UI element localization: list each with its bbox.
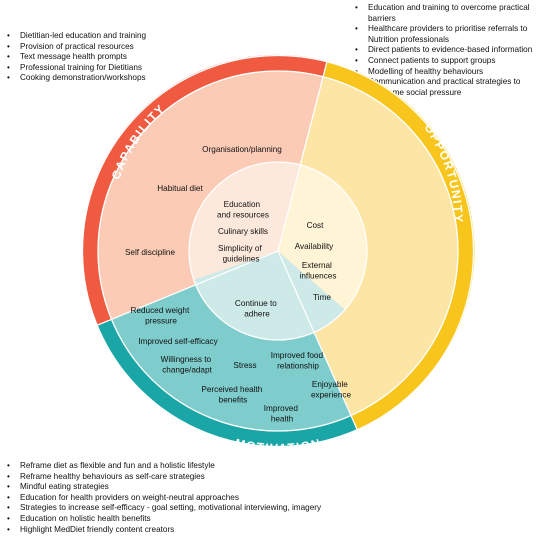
label-enjoyable-experience: Enjoyable experience: [311, 380, 352, 400]
list-item: Connect patients to support groups: [352, 56, 532, 67]
divider-line: [277, 250, 358, 431]
list-item: Cooking demonstration/workshops: [4, 73, 146, 84]
center-capability-segment: [188, 161, 301, 281]
center-opportunity-segment: [278, 165, 367, 310]
list-item: Education and training to overcome pract…: [352, 3, 532, 14]
label-cost: Cost: [307, 221, 325, 230]
label-improved-health: Improved health: [264, 404, 300, 424]
motivation-ring-label: MOTIVATION: [234, 436, 323, 455]
label-willingness-to-change: Willingness to change/adapt: [161, 355, 214, 375]
list-item: Reframe diet as flexible and fun and a h…: [4, 461, 321, 472]
label-culinary-skills: Culinary skills: [218, 227, 268, 236]
list-item: Healthcare providers to prioritise refer…: [352, 24, 532, 35]
list-item-continuation: Nutrition professionals: [368, 34, 450, 44]
list-item: Education for health providers on weight…: [4, 493, 321, 504]
list-item-continuation: overcome social pressure: [368, 87, 462, 97]
opportunity-strategies-list: Education and training to overcome pract…: [352, 3, 532, 98]
label-habitual-diet: Habitual diet: [157, 184, 203, 193]
label-availability: Availability: [295, 242, 334, 251]
label-organisation-planning: Organisation/planning: [202, 145, 282, 154]
label-perceived-health-benefits: Perceived health benefits: [201, 385, 264, 405]
list-item: Highlight MedDiet friendly content creat…: [4, 525, 321, 536]
list-item: Professional training for Dietitians: [4, 63, 146, 74]
label-improved-food-relationship: Improved food relationship: [271, 351, 326, 371]
list-item: Direct patients to evidence-based inform…: [352, 45, 532, 56]
label-improved-self-efficacy: Improved self-efficacy: [138, 337, 218, 346]
list-item: Education on holistic health benefits: [4, 514, 321, 525]
label-continue-to-adhere: Continue to adhere: [235, 299, 279, 319]
divider-line: [96, 250, 279, 326]
divider-line: [277, 61, 328, 252]
list-item: Text message health prompts: [4, 52, 146, 63]
label-self-discipline: Self discipline: [125, 248, 176, 257]
list-item-continuation: barriers: [368, 13, 396, 23]
inner-ring-outline: [97, 70, 459, 432]
label-education-resources: Education and resources: [217, 200, 269, 220]
label-stress: Stress: [233, 361, 256, 370]
label-time: Time: [313, 293, 331, 302]
list-item: Provision of practical resources: [4, 42, 146, 53]
list-item: Mindful eating strategies: [4, 482, 321, 493]
label-simplicity-guidelines: Simplicity of guidelines: [218, 244, 264, 264]
list-item: Dietitian-led education and training: [4, 31, 146, 42]
list-item: Reframe healthy behaviours as self-care …: [4, 472, 321, 483]
center-circle-outline: [188, 161, 368, 341]
capability-strategies-list: Dietitian-led education and training Pro…: [4, 31, 146, 84]
opportunity-sector: [278, 76, 459, 416]
outer-ring-outline: [81, 54, 475, 448]
label-external-influences: External influences: [300, 261, 337, 281]
motivation-strategies-list: Reframe diet as flexible and fun and a h…: [4, 461, 321, 535]
label-reduced-weight-pressure: Reduced weight pressure: [131, 306, 192, 326]
list-item: Strategies to increase self-efficacy - g…: [4, 503, 321, 514]
